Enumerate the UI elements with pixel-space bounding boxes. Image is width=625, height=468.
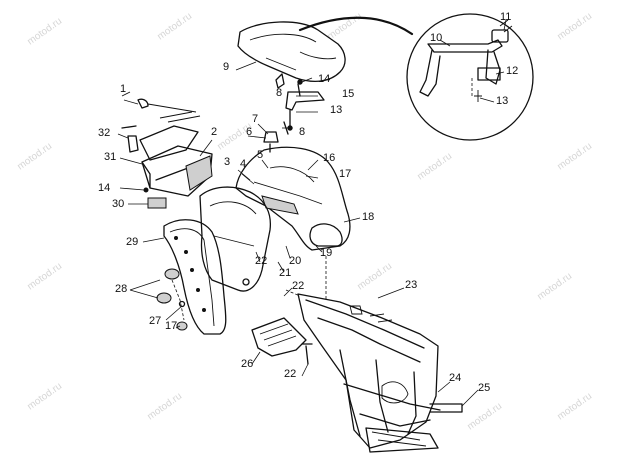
callout-5: 5 [257, 149, 264, 161]
watermark: motod.ru [325, 11, 364, 43]
callout-14: 14 [318, 73, 331, 85]
watermark: motod.ru [15, 141, 54, 173]
seat [237, 21, 346, 83]
callout-4: 4 [240, 158, 247, 170]
watermark: motod.ru [465, 401, 504, 433]
callout-2: 2 [211, 126, 218, 138]
watermark: motod.ru [25, 261, 64, 293]
callout-1: 1 [120, 83, 127, 95]
callout-22: 22 [284, 368, 297, 380]
callout-23: 23 [405, 279, 418, 291]
callout-21: 21 [279, 267, 292, 279]
callout-27: 27 [149, 315, 162, 327]
leader-lines [117, 19, 507, 407]
callout-31: 31 [104, 151, 117, 163]
callout-13: 13 [496, 95, 509, 107]
mud-flap [163, 219, 227, 335]
callout-26: 26 [241, 358, 254, 370]
inner-fender [199, 186, 272, 292]
watermark: motod.ru [155, 11, 194, 43]
watermark: motod.ru [555, 141, 594, 173]
callout-12: 12 [506, 65, 519, 77]
callout-9: 9 [223, 61, 230, 73]
callout-16: 16 [323, 152, 336, 164]
callout-13: 13 [330, 104, 343, 116]
callout-3: 3 [224, 156, 231, 168]
seat-latch-bracket [275, 73, 325, 131]
frame [285, 256, 463, 453]
fastener-14 [143, 187, 149, 193]
callout-8: 8 [299, 126, 306, 138]
callout-22: 22 [255, 255, 268, 267]
callout-28: 28 [115, 283, 128, 295]
callout-25: 25 [478, 382, 491, 394]
callout-15: 15 [342, 88, 355, 100]
callout-6: 6 [246, 126, 253, 138]
callout-11: 11 [500, 11, 512, 23]
watermark: motod.ru [535, 271, 574, 303]
callout-14: 14 [98, 182, 111, 194]
skid-plate [251, 317, 313, 365]
decal [147, 197, 167, 209]
callout-17: 17 [339, 168, 352, 180]
watermark: motod.ru [415, 151, 454, 183]
watermark: motod.ru [555, 11, 594, 43]
storage-box [121, 98, 213, 197]
callout-22: 22 [292, 280, 305, 292]
watermark: motod.ru [25, 16, 64, 48]
callout-24: 24 [449, 372, 462, 384]
watermark: motod.ru [555, 391, 594, 423]
callout-30: 30 [112, 198, 125, 210]
callout-19: 19 [320, 247, 333, 259]
watermark: motod.ru [25, 381, 64, 413]
watermark: motod.ru [355, 261, 394, 293]
callout-8: 8 [276, 87, 283, 99]
callout-18: 18 [362, 211, 375, 223]
callout-17: 17 [165, 320, 178, 332]
callout-29: 29 [126, 236, 139, 248]
callout-32: 32 [98, 127, 111, 139]
detail-leader-arc [298, 16, 414, 36]
callout-7: 7 [252, 113, 259, 125]
callout-20: 20 [289, 255, 302, 267]
hardware-28-27-17 [156, 268, 188, 331]
watermark: motod.ru [145, 391, 184, 423]
callout-10: 10 [430, 32, 443, 44]
detail-circle [406, 13, 534, 141]
